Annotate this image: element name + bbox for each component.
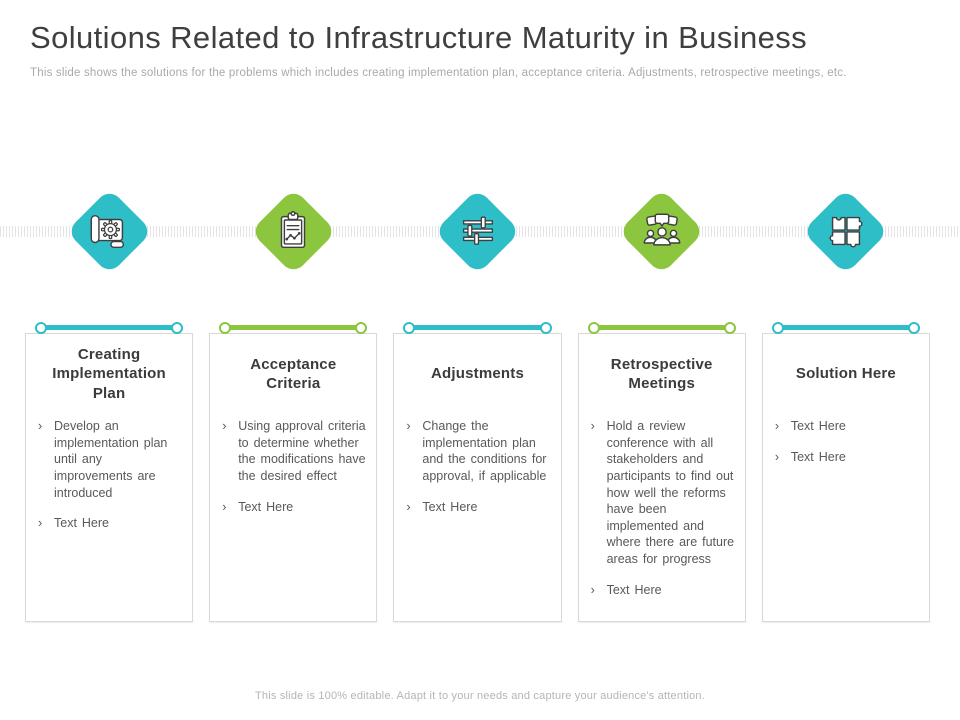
solution-card: Adjustments › Change the implementation pl… (393, 333, 562, 622)
slide-subtitle: This slide shows the solutions for the p… (30, 67, 847, 79)
solution-card: Solution Here › Text Here › Text Here (761, 333, 931, 622)
cards-row: Creating Implementation Plan › Develop an … (25, 320, 931, 622)
bullet-marker: › (222, 499, 227, 514)
card-title: Retrospective Meetings (610, 355, 713, 392)
bullet-text: Text Here (54, 516, 109, 531)
solution-column-3: Adjustments › Change the implementation pl… (393, 320, 562, 622)
card-title-area: Adjustments (394, 334, 560, 406)
bullet-marker: › (406, 419, 411, 433)
accent-dot-left (771, 321, 784, 334)
bullet-text: Develop an implementation plan until any… (54, 419, 168, 500)
bullet-item: › Text Here (775, 449, 921, 466)
accent-bar (44, 325, 175, 330)
solution-card: Retrospective Meetings › Hold a review con… (577, 333, 746, 622)
bullet-text: Text Here (606, 582, 662, 597)
bullet-item: › Text Here (222, 499, 368, 516)
timeline-node-4 (578, 176, 746, 286)
card-bullets: › Using approval criteria to determine wh… (210, 406, 376, 515)
bullet-marker: › (774, 419, 779, 433)
card-bullets: › Text Here › Text Here (763, 406, 929, 465)
card-accent-line (403, 321, 552, 334)
bullet-text: Change the implementation plan and the c… (422, 419, 547, 483)
puzzle-pieces-icon (823, 208, 869, 254)
bullet-text: Hold a review conference with all stakeh… (606, 419, 735, 566)
card-accent-line (771, 321, 921, 334)
bullet-item: › Text Here (406, 499, 552, 516)
bullet-text: Text Here (422, 499, 478, 514)
bullet-item: › Text Here (38, 515, 184, 532)
slide-footer-note: This slide is 100% editable. Adapt it to… (255, 690, 705, 702)
card-accent-line (35, 321, 184, 334)
bullet-text: Text Here (238, 499, 294, 514)
card-bullets: › Develop an implementation plan until an… (26, 406, 192, 532)
bullet-marker: › (38, 516, 43, 531)
card-title: Solution Here (795, 365, 896, 383)
sliders-icon (455, 208, 501, 254)
accent-bar (596, 325, 727, 330)
clipboard-chart-icon (270, 208, 316, 254)
card-bullets: › Hold a review conference with all stake… (579, 406, 745, 598)
bullet-marker: › (222, 419, 227, 433)
accent-dot-right (355, 321, 368, 334)
bullet-text: Using approval criteria to determine whe… (238, 419, 366, 483)
bullet-marker: › (774, 449, 779, 464)
timeline-node-2 (209, 176, 377, 286)
meeting-people-icon (639, 208, 685, 254)
card-accent-line (587, 321, 736, 334)
timeline-node-3 (393, 176, 561, 286)
accent-bar (780, 325, 912, 330)
solution-column-5: Solution Here › Text Here › Text Here (761, 320, 931, 622)
bullet-item: › Develop an implementation plan until an… (38, 418, 184, 501)
solution-column-4: Retrospective Meetings › Hold a review con… (577, 320, 746, 622)
accent-dot-right (723, 321, 736, 334)
bullet-item: › Hold a review conference with all stake… (591, 418, 737, 568)
timeline-node-5 (762, 176, 930, 286)
card-accent-line (219, 321, 368, 334)
blueprint-gear-icon (86, 208, 132, 254)
solution-column-2: Acceptance Criteria › Using approval crite… (209, 320, 378, 622)
solution-column-1: Creating Implementation Plan › Develop an … (25, 320, 194, 622)
accent-dot-right (539, 321, 552, 334)
card-title-area: Solution Here (763, 334, 929, 406)
timeline-node-1 (25, 176, 193, 286)
bullet-item: › Change the implementation plan and the … (406, 418, 552, 485)
bullet-item: › Text Here (591, 582, 737, 599)
card-title: Adjustments (430, 365, 525, 383)
card-title-area: Creating Implementation Plan (26, 334, 192, 406)
bullet-text: Text Here (790, 419, 846, 433)
accent-dot-left (35, 321, 47, 334)
accent-dot-left (219, 321, 232, 334)
slide-title: Solutions Related to Infrastructure Matu… (30, 20, 808, 55)
card-title: Creating Implementation Plan (52, 346, 166, 402)
bullet-marker: › (406, 499, 411, 514)
bullet-marker: › (590, 582, 595, 597)
bullet-marker: › (590, 419, 595, 433)
card-title-area: Retrospective Meetings (579, 334, 745, 406)
bullet-item: › Using approval criteria to determine wh… (222, 418, 368, 485)
accent-dot-left (403, 321, 416, 334)
accent-dot-right (908, 321, 921, 334)
solution-card: Acceptance Criteria › Using approval crite… (209, 333, 378, 622)
bullet-marker: › (38, 419, 43, 433)
accent-bar (412, 325, 543, 330)
bullet-text: Text Here (790, 449, 846, 464)
accent-bar (228, 325, 359, 330)
solution-card: Creating Implementation Plan › Develop an … (25, 333, 194, 622)
bullet-item: › Text Here (775, 418, 921, 435)
card-title-area: Acceptance Criteria (210, 334, 376, 406)
card-bullets: › Change the implementation plan and the … (394, 406, 560, 515)
card-title: Acceptance Criteria (250, 355, 337, 392)
accent-dot-right (171, 321, 184, 334)
diamond-row (25, 176, 930, 286)
accent-dot-left (587, 321, 600, 334)
